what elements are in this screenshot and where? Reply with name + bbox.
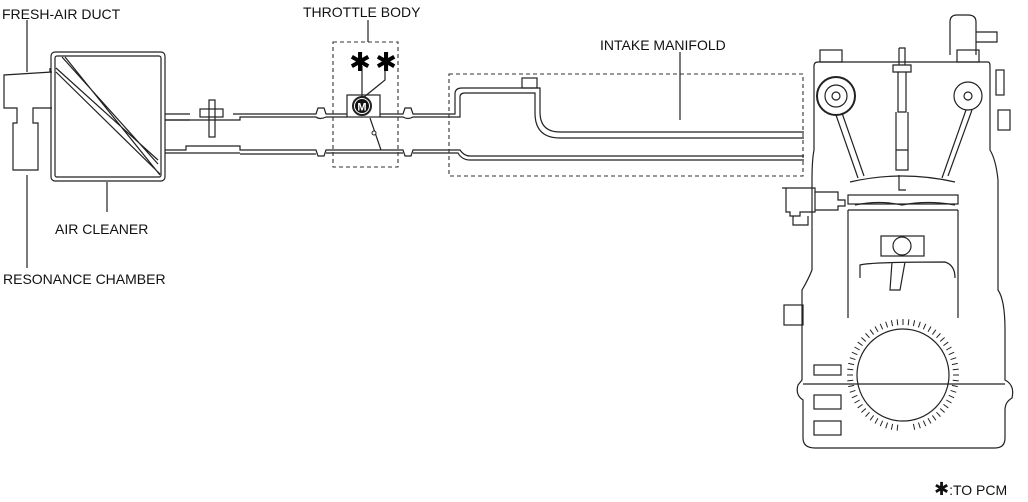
crank-tooth (927, 326, 932, 332)
crank-tooth (857, 341, 863, 347)
crank-tooth (927, 418, 932, 424)
crank-tooth (917, 321, 921, 328)
crank-tooth (912, 320, 916, 327)
crank-tooth (922, 323, 927, 330)
crank-tooth (879, 323, 884, 330)
pcm-asterisk-icon: ✱ (375, 48, 397, 78)
crank-tooth (874, 418, 879, 424)
crank-tooth (931, 329, 937, 335)
engine (782, 14, 1014, 449)
pcm-asterisk-icon: ✱ (349, 48, 371, 78)
leader-lines (26, 20, 108, 268)
crank-tooth (936, 333, 941, 339)
crank-tooth (861, 337, 867, 342)
resonance-chamber (12, 107, 39, 171)
crank-tooth (946, 346, 952, 351)
label-air-cleaner: AIR CLEANER (55, 221, 149, 237)
crank-tooth (939, 337, 945, 342)
crank-tooth (869, 415, 875, 421)
crank-tooth (869, 329, 875, 335)
crank-tooth (849, 389, 856, 393)
crank-tooth (948, 351, 955, 356)
crank-tooth (896, 424, 899, 431)
fresh-air-duct (3, 68, 53, 109)
crank-tooth (948, 394, 955, 399)
label-throttle-body: THROTTLE BODY (303, 4, 421, 20)
crank-tooth (848, 384, 855, 388)
crank-tooth (847, 368, 854, 371)
crank-pulse-wheel (847, 319, 959, 431)
crank-tooth (847, 379, 854, 382)
motor-symbol: M (357, 102, 366, 114)
asterisk-icon: ✱ (934, 479, 950, 500)
crank-tooth (951, 384, 958, 388)
crank-tooth (854, 399, 860, 404)
label-intake-manifold: INTAKE MANIFOLD (600, 37, 726, 53)
crank-tooth (865, 411, 870, 417)
crank-tooth (874, 326, 879, 332)
crank-tooth (851, 351, 858, 356)
air-cleaner (50, 51, 166, 182)
crank-tooth (946, 399, 952, 404)
legend-to-pcm: ✱:TO PCM (934, 479, 1008, 500)
crank-tooth (939, 408, 945, 413)
crank-tooth (912, 423, 916, 430)
crank-tooth (907, 319, 910, 326)
crank-tooth (849, 357, 856, 361)
crank-tooth (879, 420, 884, 427)
crank-tooth (896, 319, 899, 326)
crank-tooth (851, 394, 858, 399)
crank-tooth (931, 415, 937, 421)
crank-tooth (885, 321, 889, 328)
crank-tooth (857, 403, 863, 409)
crank-tooth (865, 333, 870, 339)
crank-tooth (943, 403, 949, 409)
crank-tooth (951, 362, 958, 366)
crank-tooth (922, 420, 927, 427)
throttle-body: M ✱ ✱ (332, 20, 399, 168)
label-resonance-chamber: RESONANCE CHAMBER (3, 271, 166, 287)
crank-tooth (854, 346, 860, 351)
crank-tooth (917, 422, 921, 429)
crank-tooth (936, 411, 941, 417)
crank-tooth (885, 422, 889, 429)
crank-tooth (950, 357, 957, 361)
intake-manifold (448, 52, 804, 177)
intake-pipe (165, 99, 455, 157)
crank-tooth (950, 389, 957, 393)
crank-tooth (848, 362, 855, 366)
crank-tooth (943, 341, 949, 347)
crank-tooth (890, 423, 894, 430)
crank-tooth (861, 408, 867, 413)
crank-tooth (952, 368, 959, 371)
legend-text: :TO PCM (949, 482, 1008, 498)
crank-tooth (890, 320, 894, 327)
crank-tooth (952, 379, 959, 382)
label-fresh-air-duct: FRESH-AIR DUCT (2, 6, 121, 22)
